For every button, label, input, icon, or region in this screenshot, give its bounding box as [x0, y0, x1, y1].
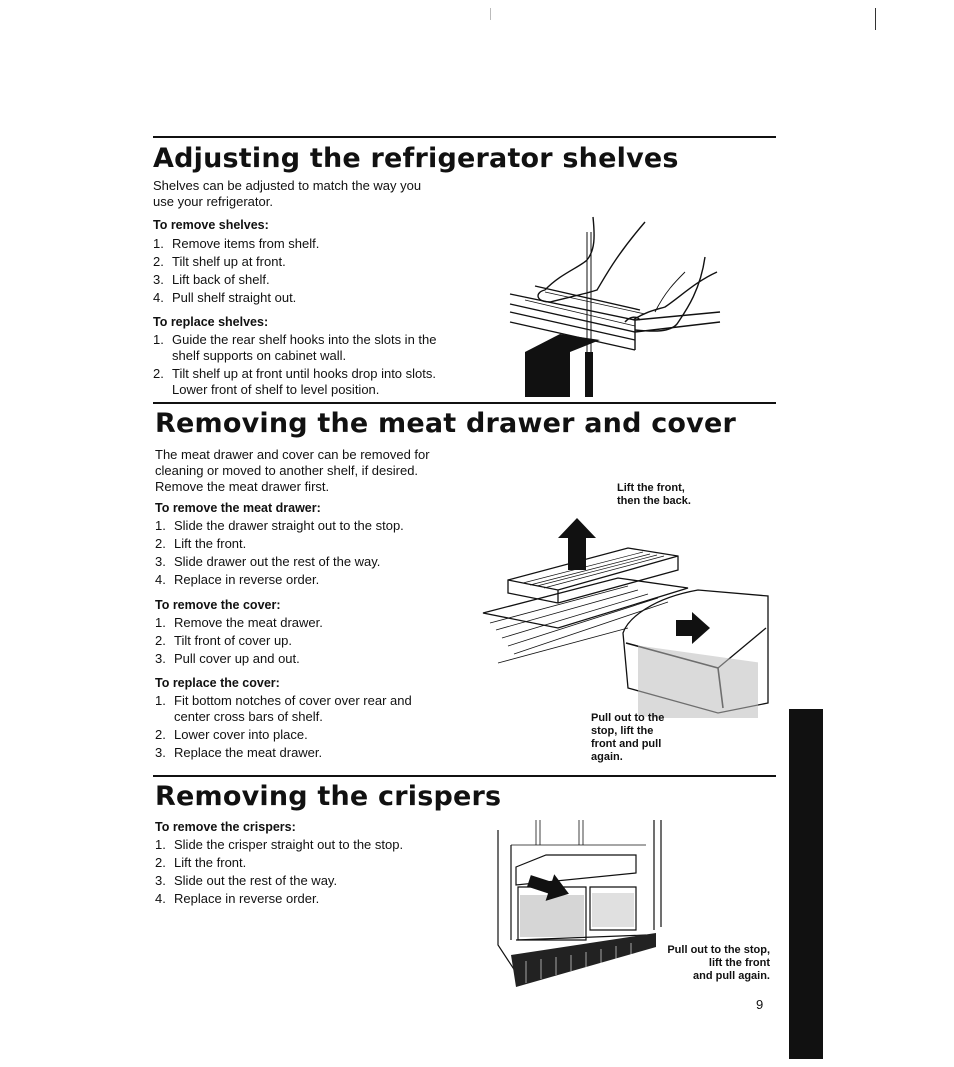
subheading-replace-shelves: To replace shelves:: [153, 315, 269, 329]
subheading-replace-cover: To replace the cover:: [155, 676, 280, 690]
section-intro: Shelves can be adjusted to match the way…: [153, 178, 422, 209]
figure-caption: Lift the front, then the back.: [617, 482, 691, 507]
list-item: 2.Lift the front.: [155, 855, 247, 870]
list-item: 4.Replace in reverse order.: [155, 572, 320, 587]
list-item: 1. Fit bottom notches of cover over rear…: [155, 693, 412, 724]
replace-shelves-steps: 1. Guide the rear shelf hooks into the s…: [153, 332, 437, 398]
list-item: 2. Tilt shelf up at front until hooks dr…: [153, 366, 436, 397]
replace-cover-steps: 1. Fit bottom notches of cover over rear…: [155, 693, 412, 761]
list-item: 2.Lift the front.: [155, 536, 247, 551]
section-title: Adjusting the refrigerator shelves: [153, 143, 679, 174]
list-item: 1. Guide the rear shelf hooks into the s…: [153, 332, 437, 363]
meat-drawer-illustration: [482, 518, 769, 718]
section-title: Removing the meat drawer and cover: [155, 408, 736, 439]
remove-shelves-steps: 1.Remove items from shelf. 2.Tilt shelf …: [153, 235, 319, 307]
list-item: 3.Slide drawer out the rest of the way.: [155, 554, 381, 569]
list-item: 2.Tilt shelf up at front.: [153, 254, 286, 269]
list-item: 2. Lower cover into place.: [155, 727, 308, 742]
list-item: 4.Pull shelf straight out.: [153, 290, 297, 305]
list-item: 1.Slide the crisper straight out to the …: [155, 837, 404, 852]
list-item: 2.Tilt front of cover up.: [155, 633, 293, 648]
list-item: 3.Lift back of shelf.: [153, 272, 270, 287]
remove-cover-steps: 1.Remove the meat drawer. 2.Tilt front o…: [155, 614, 323, 668]
scan-mark: [875, 8, 876, 30]
section-intro: The meat drawer and cover can be removed…: [155, 447, 430, 494]
shelf-removal-illustration: [509, 216, 721, 397]
list-item: 3. Replace the meat drawer.: [155, 745, 323, 760]
list-item: 4.Replace in reverse order.: [155, 891, 320, 906]
list-item: 1.Remove the meat drawer.: [155, 615, 323, 630]
figure-caption: Pull out to the stop, lift the front and…: [667, 944, 770, 982]
remove-meat-drawer-steps: 1.Slide the drawer straight out to the s…: [155, 517, 404, 589]
scan-mark: [490, 8, 491, 20]
subheading-remove-meat-drawer: To remove the meat drawer:: [155, 501, 321, 515]
subheading-remove-crispers: To remove the crispers:: [155, 820, 296, 834]
section-rule: [153, 402, 776, 404]
list-item: 3.Pull cover up and out.: [155, 651, 300, 666]
page-edge-tab: [789, 709, 823, 1059]
list-item: 1.Slide the drawer straight out to the s…: [155, 518, 404, 533]
section-rule: [153, 775, 776, 777]
remove-crispers-steps: 1.Slide the crisper straight out to the …: [155, 836, 403, 908]
subheading-remove-cover: To remove the cover:: [155, 598, 281, 612]
list-item: 3.Slide out the rest of the way.: [155, 873, 338, 888]
section-title: Removing the crispers: [155, 781, 502, 812]
crisper-illustration: [497, 820, 662, 987]
page-number: 9: [756, 997, 764, 1012]
list-item: 1.Remove items from shelf.: [153, 236, 320, 251]
section-rule: [153, 136, 776, 138]
subheading-remove-shelves: To remove shelves:: [153, 218, 269, 232]
figure-caption: Pull out to the stop, lift the front and…: [591, 712, 665, 763]
